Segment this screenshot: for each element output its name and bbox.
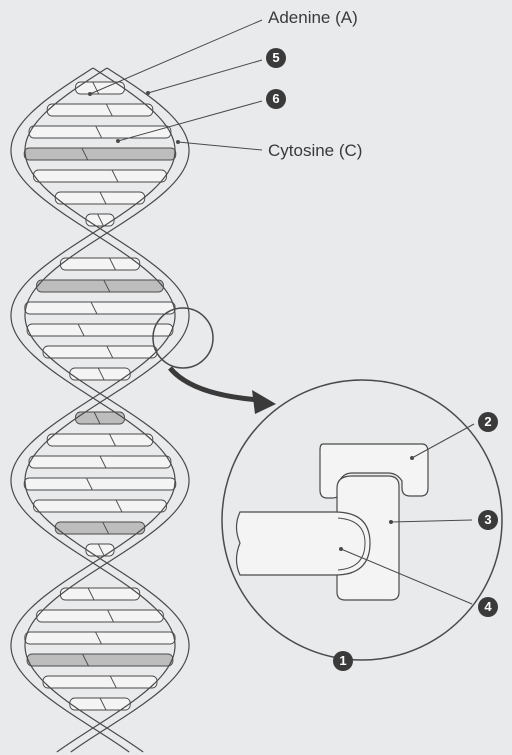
zoom-source-circle: [153, 308, 213, 368]
marker-6-badge: 6: [266, 89, 286, 109]
magnified-base-pair-detail: [222, 380, 502, 660]
marker-4-badge: 4: [478, 597, 498, 617]
marker-2-leader-dot: [410, 456, 414, 460]
base-pair-bar: [55, 192, 144, 204]
base-pair-bar: [27, 324, 173, 336]
base-pair-rung: [60, 258, 139, 270]
base-pair-rung: [29, 456, 171, 468]
marker-5-leader-dot: [146, 91, 150, 95]
base-pair-bar: [86, 544, 114, 556]
base-pair-bar: [25, 302, 175, 314]
base-pair-bar: [55, 522, 144, 534]
base-pair-bar: [24, 478, 176, 490]
base-pair-rung: [27, 324, 173, 336]
base-pair-rung: [86, 544, 114, 556]
base-pair-bar: [60, 258, 139, 270]
base-pair-bar: [29, 456, 171, 468]
base-pair-rungs: [24, 82, 176, 710]
base-pair-rung: [37, 610, 164, 622]
base-pair-rung: [55, 192, 144, 204]
base-pair-rung: [86, 214, 114, 226]
base-pair-bar: [34, 170, 167, 182]
base-pair-bar: [24, 148, 176, 160]
cytosine-label: Cytosine (C): [268, 141, 362, 161]
base-pair-rung: [43, 676, 157, 688]
base-pair-bar: [70, 698, 130, 710]
base-pair-bar: [70, 368, 130, 380]
base-pair-rung: [25, 632, 175, 644]
base-pair-rung: [27, 654, 173, 666]
base-pair-rung: [25, 302, 175, 314]
base-pair-rung: [37, 280, 164, 292]
adenine-label: Adenine (A): [268, 8, 358, 28]
base-pair-bar: [25, 632, 175, 644]
base-pair-bar: [60, 588, 139, 600]
base-pair-rung: [55, 522, 144, 534]
zoom-arrow-head: [252, 390, 276, 414]
base-pair-bar: [37, 280, 164, 292]
base-pair-bar: [34, 500, 167, 512]
cytosine-leader-line: [178, 142, 262, 150]
base-pair-rung: [34, 170, 167, 182]
cytosine-leader-dot: [176, 140, 180, 144]
base-pair-rung: [47, 434, 153, 446]
marker-4-leader-dot: [339, 547, 343, 551]
base-pair-rung: [70, 698, 130, 710]
base-pair-rung: [43, 346, 157, 358]
base-pair-rung: [47, 104, 153, 116]
marker-2-badge: 2: [478, 412, 498, 432]
base-pair-bar: [27, 654, 173, 666]
base-pair-rung: [60, 588, 139, 600]
base-pair-bar: [47, 104, 153, 116]
adenine-leader-line: [90, 20, 262, 94]
adenine-leader-dot: [88, 92, 92, 96]
nitrogenous-base-shape: [237, 512, 371, 575]
base-pair-rung: [70, 368, 130, 380]
base-pair-bar: [43, 676, 157, 688]
marker-6-leader-dot: [116, 139, 120, 143]
marker-3-leader-dot: [389, 520, 393, 524]
base-pair-rung: [24, 148, 176, 160]
marker-3-badge: 3: [478, 510, 498, 530]
base-pair-bar: [37, 610, 164, 622]
base-pair-bar: [47, 434, 153, 446]
base-pair-rung: [24, 478, 176, 490]
base-pair-bar: [43, 346, 157, 358]
marker-5-leader-line: [148, 60, 262, 93]
marker-1-badge: 1: [333, 651, 353, 671]
marker-5-badge: 5: [266, 48, 286, 68]
zoom-arrow: [170, 368, 260, 400]
base-pair-rung: [34, 500, 167, 512]
